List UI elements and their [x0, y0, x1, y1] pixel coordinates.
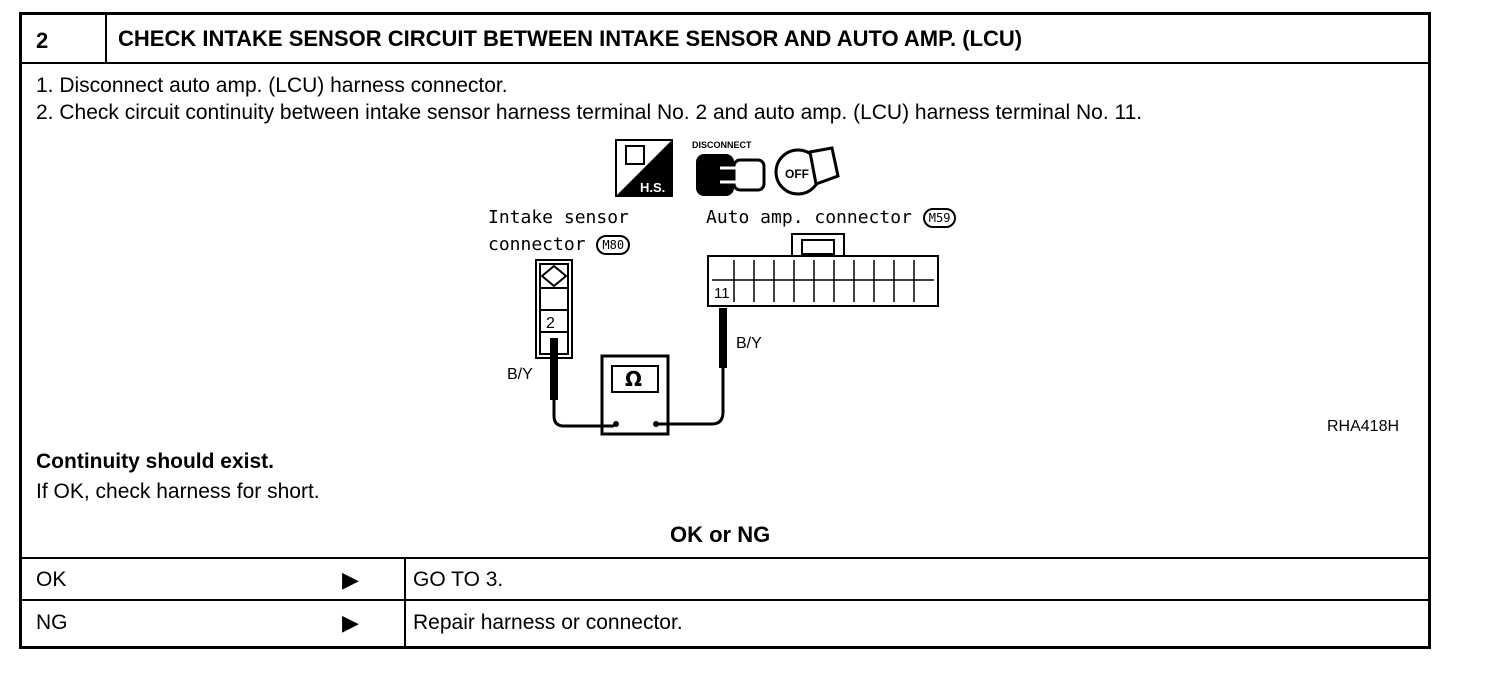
outcome-mid-rule	[19, 599, 1431, 601]
disconnect-label: DISCONNECT	[692, 140, 752, 150]
ok-or-ng-heading: OK or NG	[670, 522, 771, 547]
intake-connector-id: M80	[596, 235, 631, 255]
outcome-ng-condition: NG	[36, 611, 68, 634]
auto-amp-connector-id: M59	[922, 208, 957, 228]
right-test-lead	[656, 368, 725, 426]
left-test-lead	[552, 400, 614, 428]
figure-code: RHA418H	[1327, 418, 1400, 435]
outcome-ng-arrow-icon: ▶	[342, 610, 359, 635]
intake-terminal-number: 2	[546, 315, 555, 332]
hs-label: H.S.	[640, 180, 665, 195]
intake-connector-label: connector M80	[488, 234, 631, 255]
ignition-key-icon: OFF	[774, 146, 840, 196]
outcome-ok-action: GO TO 3.	[413, 568, 504, 591]
left-probe	[550, 338, 558, 400]
procedure-table	[19, 12, 1431, 649]
instruction-1: 1. Disconnect auto amp. (LCU) harness co…	[36, 74, 508, 97]
auto-amp-label: Auto amp. connector M59	[706, 207, 957, 228]
disconnect-icon: DISCONNECT	[692, 140, 766, 196]
intake-sensor-label: Intake sensor	[488, 207, 629, 228]
off-label: OFF	[785, 167, 809, 181]
header-bottom-rule	[19, 62, 1431, 64]
right-wire-color: B/Y	[736, 335, 762, 352]
ohmmeter: Ω	[600, 354, 670, 436]
outcome-top-rule	[19, 557, 1431, 559]
auto-amp-connector: 11	[707, 233, 939, 307]
left-wire-color: B/Y	[507, 366, 533, 383]
outcome-divider	[404, 557, 406, 647]
auto-amp-text: Auto amp. connector	[706, 207, 912, 228]
auto-amp-cavity-grid	[733, 260, 915, 302]
harness-service-icon: H.S.	[615, 139, 673, 197]
outcome-ok-condition: OK	[36, 568, 67, 591]
auto-amp-terminal-number: 11	[714, 285, 730, 302]
ohm-symbol: Ω	[625, 367, 642, 391]
expected-result: Continuity should exist.	[36, 450, 275, 473]
step-number: 2	[36, 28, 49, 53]
step-title: CHECK INTAKE SENSOR CIRCUIT BETWEEN INTA…	[118, 26, 1023, 51]
right-probe	[719, 308, 727, 368]
continuity-diagram: H.S. DISCONNECT OFF 2	[535, 139, 939, 436]
intake-connector-text: connector	[488, 234, 586, 255]
result-note: If OK, check harness for short.	[36, 480, 320, 503]
outcome-ng-action: Repair harness or connector.	[413, 611, 683, 634]
instruction-2: 2. Check circuit continuity between inta…	[36, 101, 1143, 124]
header-divider	[105, 12, 107, 64]
outcome-ok-arrow-icon: ▶	[342, 567, 359, 592]
